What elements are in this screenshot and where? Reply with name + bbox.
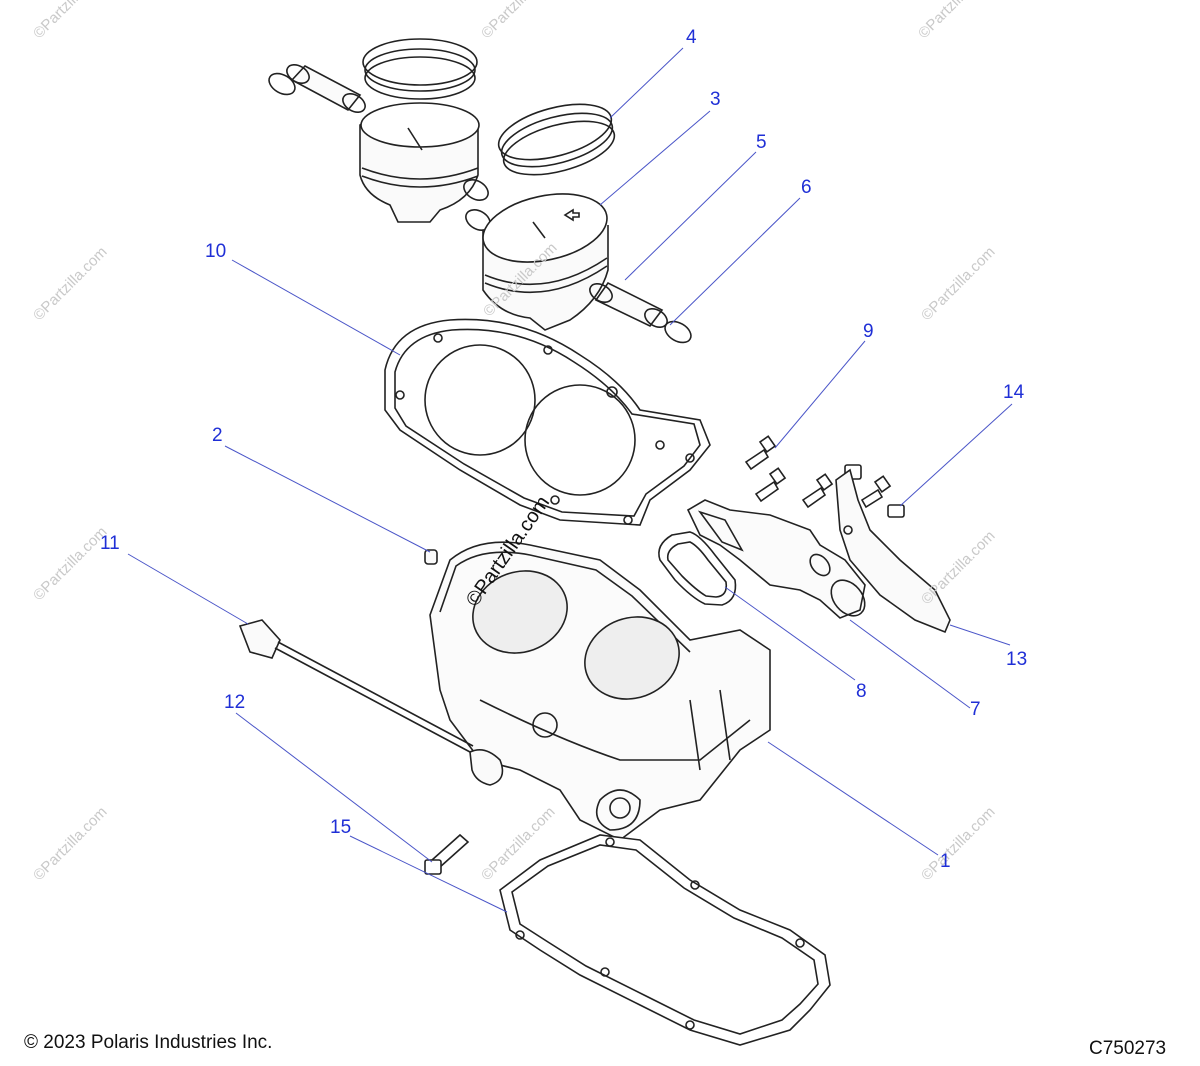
callout-9: 9 <box>863 321 874 342</box>
diagram-code: C750273 <box>1089 1038 1167 1059</box>
circlip-left-a <box>268 72 296 96</box>
bolt-12 <box>424 833 470 875</box>
bolt-9-a <box>744 435 777 471</box>
callout-6: 6 <box>801 177 812 198</box>
bolt-9-c <box>801 473 834 509</box>
circlip-right <box>664 320 692 344</box>
thermostat-housing <box>686 499 866 619</box>
thermostat-gasket <box>658 531 737 606</box>
circlip-left-b <box>463 179 489 201</box>
callout-2: 2 <box>212 425 223 446</box>
head-gasket <box>384 318 711 526</box>
dowel-pin <box>424 549 438 565</box>
callout-10: 10 <box>205 241 227 262</box>
callout-13: 13 <box>1006 649 1028 670</box>
piston-right <box>482 193 609 331</box>
callout-12: 12 <box>224 692 246 713</box>
callout-14: 14 <box>1003 382 1025 403</box>
callout-1: 1 <box>940 851 951 872</box>
leader-lines <box>127 47 1013 913</box>
callout-15: 15 <box>330 817 352 838</box>
callout-7: 7 <box>970 699 981 720</box>
piston-rings-right <box>497 103 616 176</box>
bracket-13 <box>835 468 951 634</box>
temperature-sensor <box>238 619 504 786</box>
callout-4: 4 <box>686 27 697 48</box>
piston-pin-left <box>286 64 366 113</box>
copyright-text: © 2023 Polaris Industries Inc. <box>24 1032 273 1053</box>
callout-11: 11 <box>100 533 120 554</box>
callout-3: 3 <box>710 89 721 110</box>
bolt-9-d <box>860 475 892 509</box>
base-gasket <box>499 834 831 1046</box>
cylinder-block <box>429 541 771 841</box>
piston-left <box>359 38 480 223</box>
bolt-9-b <box>754 467 787 503</box>
callout-8: 8 <box>856 681 867 702</box>
callout-5: 5 <box>756 132 767 153</box>
